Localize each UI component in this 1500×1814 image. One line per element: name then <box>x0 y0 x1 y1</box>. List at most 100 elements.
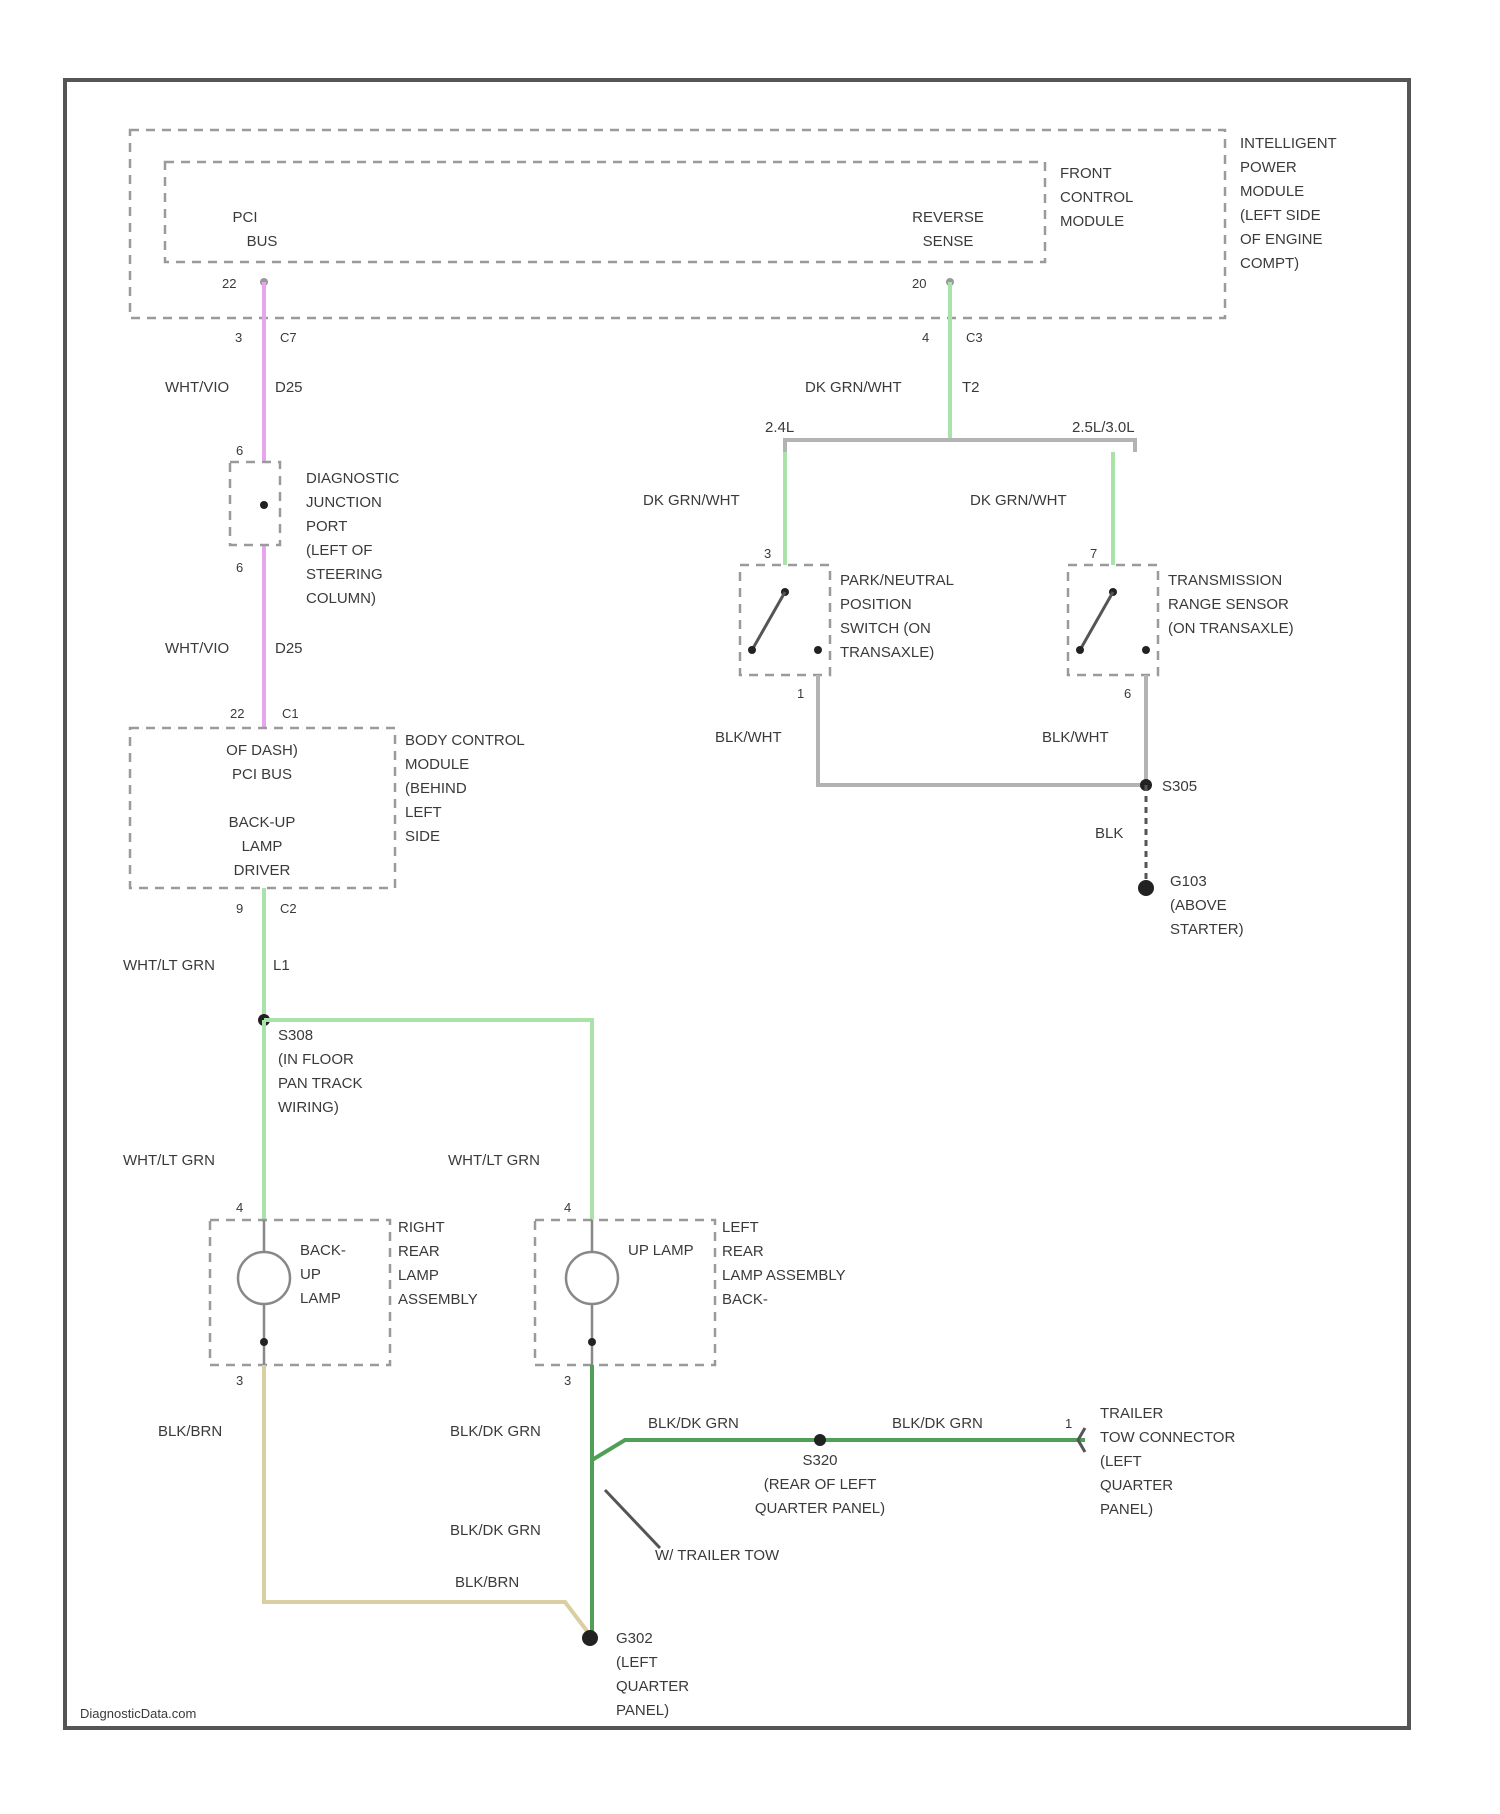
bcm-inner-label: OF DASH) PCI BUS BACK-UP LAMP DRIVER <box>226 742 298 879</box>
pcm-label-1: FRONT <box>1060 165 1112 182</box>
left-lamp-inner-1: UP LAMP <box>628 1242 694 1259</box>
dkgrn-right-label: DK GRN/WHT <box>970 492 1067 509</box>
blk-wht-left-label: BLK/WHT <box>715 729 782 746</box>
g302-label-2: (LEFT <box>616 1654 658 1671</box>
bcm-label-5: SIDE <box>405 828 440 845</box>
pnp-pin-top: 3 <box>764 546 771 561</box>
trs-label-1: TRANSMISSION <box>1168 572 1282 589</box>
g103-label: G103 (ABOVE STARTER) <box>1170 873 1244 938</box>
s320-label-2: (REAR OF LEFT <box>764 1476 877 1493</box>
trailer-label-3: (LEFT <box>1100 1453 1142 1470</box>
ipm-label-6: COMPT) <box>1240 255 1299 272</box>
right-lamp-pin-bottom: 3 <box>236 1373 243 1388</box>
rev-top-conn: C3 <box>966 330 983 345</box>
right-lamp-label: RIGHT REAR LAMP ASSEMBLY <box>398 1219 478 1308</box>
ipm-label-2: POWER <box>1240 159 1297 176</box>
s308-label: S308 (IN FLOOR PAN TRACK WIRING) <box>278 1027 362 1116</box>
trailer-label: TRAILER TOW CONNECTOR (LEFT QUARTER PANE… <box>1100 1405 1235 1518</box>
left-lamp-label-2: REAR <box>722 1243 764 1260</box>
right-lamp-inner-2: UP <box>300 1266 321 1283</box>
pcm-label-2: CONTROL <box>1060 189 1133 206</box>
bcm-inner-4: BACK-UP <box>229 814 296 831</box>
wht-ltgrn-left-lamp: WHT/LT GRN <box>448 1152 540 1169</box>
djp-label-1: DIAGNOSTIC <box>306 470 400 487</box>
blk-dkgrn-d: BLK/DK GRN <box>450 1522 541 1539</box>
trailer-tow-wire <box>592 1440 1085 1460</box>
ground-g302-dot <box>582 1630 598 1646</box>
pci-mid-color: WHT/VIO <box>165 640 229 657</box>
blk-dkgrn-b: BLK/DK GRN <box>648 1415 739 1432</box>
ipm-label: INTELLIGENT POWER MODULE (LEFT SIDE OF E… <box>1240 135 1337 272</box>
bcm-in-pin: 22 <box>230 706 244 721</box>
right-lamp-label-1: RIGHT <box>398 1219 445 1236</box>
trs-terminal-bottom <box>1142 646 1150 654</box>
djp-box <box>230 462 280 545</box>
bcm-out-pin: 9 <box>236 901 243 916</box>
djp-pin-top: 6 <box>236 443 243 458</box>
trailer-pin: 1 <box>1065 1416 1072 1431</box>
pnp-pivot <box>748 646 756 654</box>
s320-label-3: QUARTER PANEL) <box>755 1500 885 1517</box>
pnp-pin-bottom: 1 <box>797 686 804 701</box>
left-lamp-pin-top: 4 <box>564 1200 571 1215</box>
blk-brn-bottom: BLK/BRN <box>455 1574 519 1591</box>
wht-ltgrn-top-circuit: L1 <box>273 957 290 974</box>
trs-switch-contact <box>1080 592 1113 650</box>
right-backup-bulb <box>238 1252 290 1304</box>
djp-terminal <box>260 501 268 509</box>
rev-top-circuit: T2 <box>962 379 980 396</box>
blk-brn-right: BLK/BRN <box>158 1423 222 1440</box>
pci-top-color: WHT/VIO <box>165 379 229 396</box>
g302-label-1: G302 <box>616 1630 653 1647</box>
pcm-pci-bus-1: PCI <box>232 209 257 226</box>
bcm-in-conn: C1 <box>282 706 299 721</box>
ipm-label-4: (LEFT SIDE <box>1240 207 1321 224</box>
pcm-label-3: MODULE <box>1060 213 1124 230</box>
blk-label: BLK <box>1095 825 1123 842</box>
right-lamp-ground-wire <box>264 1365 590 1635</box>
g302-label-4: PANEL) <box>616 1702 669 1719</box>
bcm-label-4: LEFT <box>405 804 442 821</box>
left-lamp-label-4: BACK- <box>722 1291 768 1308</box>
rev-top-pin: 4 <box>922 330 929 345</box>
trailer-tow-note: W/ TRAILER TOW <box>655 1547 780 1564</box>
left-lamp-terminal <box>588 1338 596 1346</box>
g103-label-1: G103 <box>1170 873 1207 890</box>
trs-pivot <box>1076 646 1084 654</box>
bcm-label-3: (BEHIND <box>405 780 467 797</box>
s320-label: S320 (REAR OF LEFT QUARTER PANEL) <box>755 1452 885 1517</box>
left-lamp-pin-bottom: 3 <box>564 1373 571 1388</box>
pcm-pci-bus-2: BUS <box>247 233 278 250</box>
left-lamp-label-3: LAMP ASSEMBLY <box>722 1267 846 1284</box>
bcm-label-2: MODULE <box>405 756 469 773</box>
djp-label-6: COLUMN) <box>306 590 376 607</box>
right-lamp-terminal <box>260 1338 268 1346</box>
dkgrn-left-label: DK GRN/WHT <box>643 492 740 509</box>
djp-pin-bottom: 6 <box>236 560 243 575</box>
right-lamp-label-4: ASSEMBLY <box>398 1291 478 1308</box>
trs-pin-bottom: 6 <box>1124 686 1131 701</box>
djp-label-3: PORT <box>306 518 347 535</box>
trs-box <box>1068 565 1158 675</box>
pcm-pin-20: 20 <box>912 276 926 291</box>
bcm-inner-6: DRIVER <box>234 862 291 879</box>
rev-top-color: DK GRN/WHT <box>805 379 902 396</box>
blk-dkgrn-c: BLK/DK GRN <box>892 1415 983 1432</box>
g302-label-3: QUARTER <box>616 1678 689 1695</box>
pcm-reverse-sense-1: REVERSE <box>912 209 984 226</box>
s305-label: S305 <box>1162 778 1197 795</box>
trs-label-3: (ON TRANSAXLE) <box>1168 620 1294 637</box>
pnp-label: PARK/NEUTRAL POSITION SWITCH (ON TRANSAX… <box>840 572 954 661</box>
ipm-label-1: INTELLIGENT <box>1240 135 1337 152</box>
splice-s320-dot <box>814 1434 826 1446</box>
pnp-switch-contact <box>752 592 785 650</box>
s320-label-1: S320 <box>802 1452 837 1469</box>
pci-top-circuit: D25 <box>275 379 303 396</box>
pnp-label-1: PARK/NEUTRAL <box>840 572 954 589</box>
ground-g103-dot <box>1138 880 1154 896</box>
pcm-pin-22: 22 <box>222 276 236 291</box>
djp-label-5: STEERING <box>306 566 383 583</box>
pci-top-conn: C7 <box>280 330 297 345</box>
trailer-label-2: TOW CONNECTOR <box>1100 1429 1235 1446</box>
